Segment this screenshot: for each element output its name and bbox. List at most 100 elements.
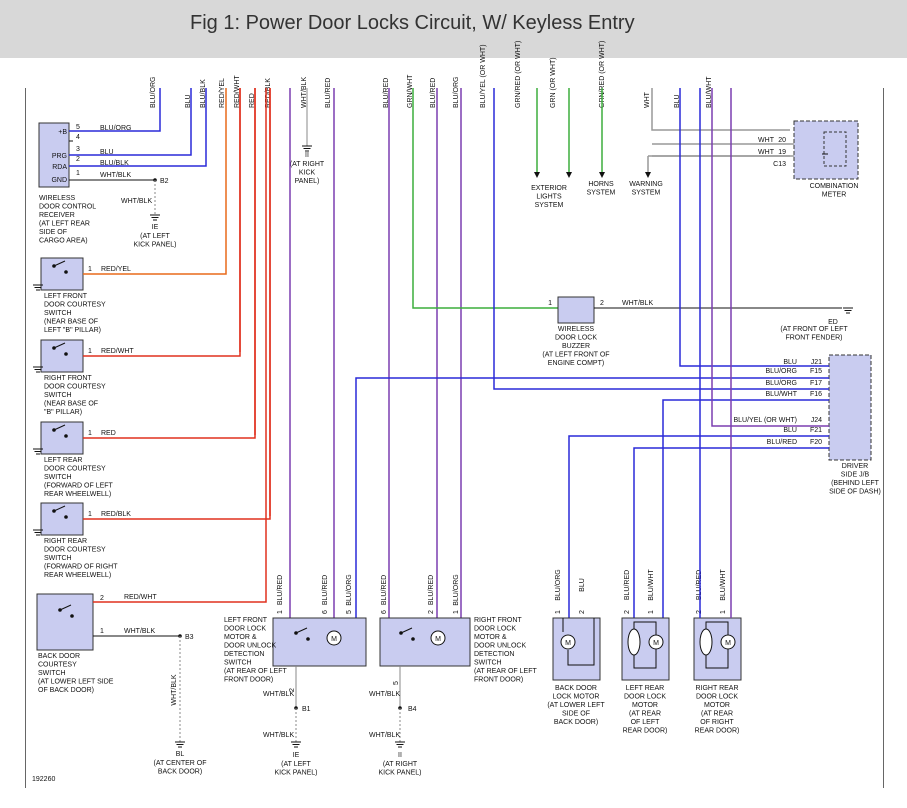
receiver-pin-number: 5 (76, 124, 80, 131)
arrow-exterior-lights (534, 172, 540, 178)
wire-label: BLU/RED (322, 575, 329, 605)
wire-label: BLU/BLK (100, 160, 129, 167)
back-door-motor-symbol (560, 634, 576, 650)
ground-caption: (AT FRONT OF LEFT (780, 326, 848, 333)
top-wire-label: GRN/RED (OR WHT) (515, 41, 522, 108)
motor-label: M (725, 640, 731, 647)
top-wire-label: GRN/RED (OR WHT) (599, 41, 606, 108)
courtesy-switch-box (40, 421, 84, 455)
wire-label: WHT/BLK (121, 198, 152, 205)
system-caption: SYSTEM (587, 190, 616, 197)
pin-number: 6 (322, 610, 329, 614)
pin-number: 1 (277, 610, 284, 614)
courtesy-caption: (NEAR BASE OF (44, 401, 98, 408)
courtesy-caption: REAR WHEELWELL) (44, 572, 111, 579)
jb-wire-label: BLU/ORG (765, 380, 797, 387)
document-id: 192260 (32, 776, 56, 783)
motor-lead (705, 621, 729, 635)
ground-caption: KICK PANEL) (133, 242, 176, 249)
buzzer-caption: DOOR LOCK (555, 335, 597, 342)
ground-caption: (AT LEFT (281, 761, 311, 768)
wire-label: WHT/BLK (622, 300, 653, 307)
jb-caption: DRIVER (842, 463, 868, 470)
back-door-caption: OF BACK DOOR) (38, 687, 94, 694)
pin-number: 5 (393, 681, 400, 685)
top-wire-label: WHT (644, 91, 651, 108)
motor-label: M (331, 636, 337, 643)
wire-label: BLU/ORG (555, 569, 562, 601)
rear-motor-caption: LOCK MOTOR (553, 694, 600, 701)
ground-code: IE (152, 224, 159, 231)
rf-motor-caption: DETECTION (474, 651, 514, 658)
pin-number: 2 (100, 595, 104, 602)
jb-caption: SIDE J/B (841, 472, 870, 479)
pin-number: 1 (88, 430, 92, 437)
rf-motor-symbol (430, 630, 446, 646)
wire-label: BLU/RED (624, 570, 631, 600)
jb-caption: SIDE OF DASH) (829, 489, 881, 496)
top-wire-label: BLU (185, 94, 192, 108)
wire-courtesy (83, 88, 271, 520)
motor-label: M (565, 640, 571, 647)
jb-pin-label: F21 (810, 427, 822, 434)
rear-motor-caption: REAR DOOR) (695, 728, 740, 735)
switch-contact (411, 637, 415, 641)
rear-motor-caption: (AT LOWER LEFT (547, 702, 605, 709)
system-caption: HORNS (588, 181, 614, 188)
rear-motor-caption: DOOR LOCK (696, 694, 738, 701)
wire-wht-20 (651, 88, 790, 131)
switch-contact (70, 614, 74, 618)
pin-number: 1 (88, 266, 92, 273)
system-caption: SYSTEM (535, 202, 564, 209)
ground-code: II (305, 152, 309, 159)
rear-motor-box (552, 617, 601, 681)
jb-caption: (BEHIND LEFT (831, 480, 880, 487)
system-caption: WARNING (629, 181, 663, 188)
lf-motor-caption: MOTOR & (224, 634, 257, 641)
pin-number: 1 (453, 610, 460, 614)
pin-number: 1 (648, 610, 655, 614)
switch-contact (64, 352, 68, 356)
pin-number: 20 (778, 137, 786, 144)
courtesy-caption: SWITCH (44, 555, 72, 562)
rear-motor-caption: OF LEFT (631, 719, 661, 726)
receiver-pin-label: GND (51, 177, 67, 184)
rear-motor-caption: DOOR LOCK (624, 694, 666, 701)
wire-label: BLU/WHT (720, 569, 727, 601)
buzzer-box (557, 296, 595, 324)
courtesy-caption: DOOR COURTESY (44, 384, 106, 391)
rear-motor-caption: MOTOR (632, 702, 658, 709)
pin-number: 19 (778, 149, 786, 156)
lf-motor-caption: FRONT DOOR) (224, 677, 273, 684)
rf-motor-caption: SWITCH (474, 660, 502, 667)
rf-motor-caption: FRONT DOOR) (474, 677, 523, 684)
lf-motor-caption: DOOR LOCK (224, 626, 266, 633)
rf-switch (400, 627, 413, 634)
wire-jb-f21 (568, 435, 829, 618)
wire-label: WHT/BLK (100, 172, 131, 179)
wire-jb-j21 (679, 88, 829, 367)
splice-label: B1 (302, 706, 311, 713)
back-door-caption: SWITCH (38, 670, 66, 677)
motor-label: M (653, 640, 659, 647)
jb-pin-label: J21 (811, 359, 822, 366)
top-wire-label: BLU/RED (325, 78, 332, 108)
jb-wire-label: BLU (783, 359, 797, 366)
lf-motor-caption: LEFT FRONT (224, 617, 268, 624)
splice-label: B3 (185, 634, 194, 641)
receiver-pin-number: 2 (76, 156, 80, 163)
ground-code: IE (293, 752, 300, 759)
courtesy-caption: (FORWARD OF RIGHT (44, 564, 118, 571)
wire-label: RED/BLK (101, 511, 131, 518)
courtesy-caption: LEFT "B" PILLAR) (44, 327, 101, 334)
arrow-warning (645, 172, 651, 178)
pin-number: 2 (600, 300, 604, 307)
pin-number: 1 (548, 300, 552, 307)
wire-jb-j24 (711, 88, 829, 427)
ground-code: ED (828, 319, 838, 326)
wire-label: BLU (100, 149, 114, 156)
courtesy-caption: RIGHT REAR (44, 538, 87, 545)
ground-code: BL (176, 751, 185, 758)
wire-label: WHT/BLK (124, 628, 155, 635)
